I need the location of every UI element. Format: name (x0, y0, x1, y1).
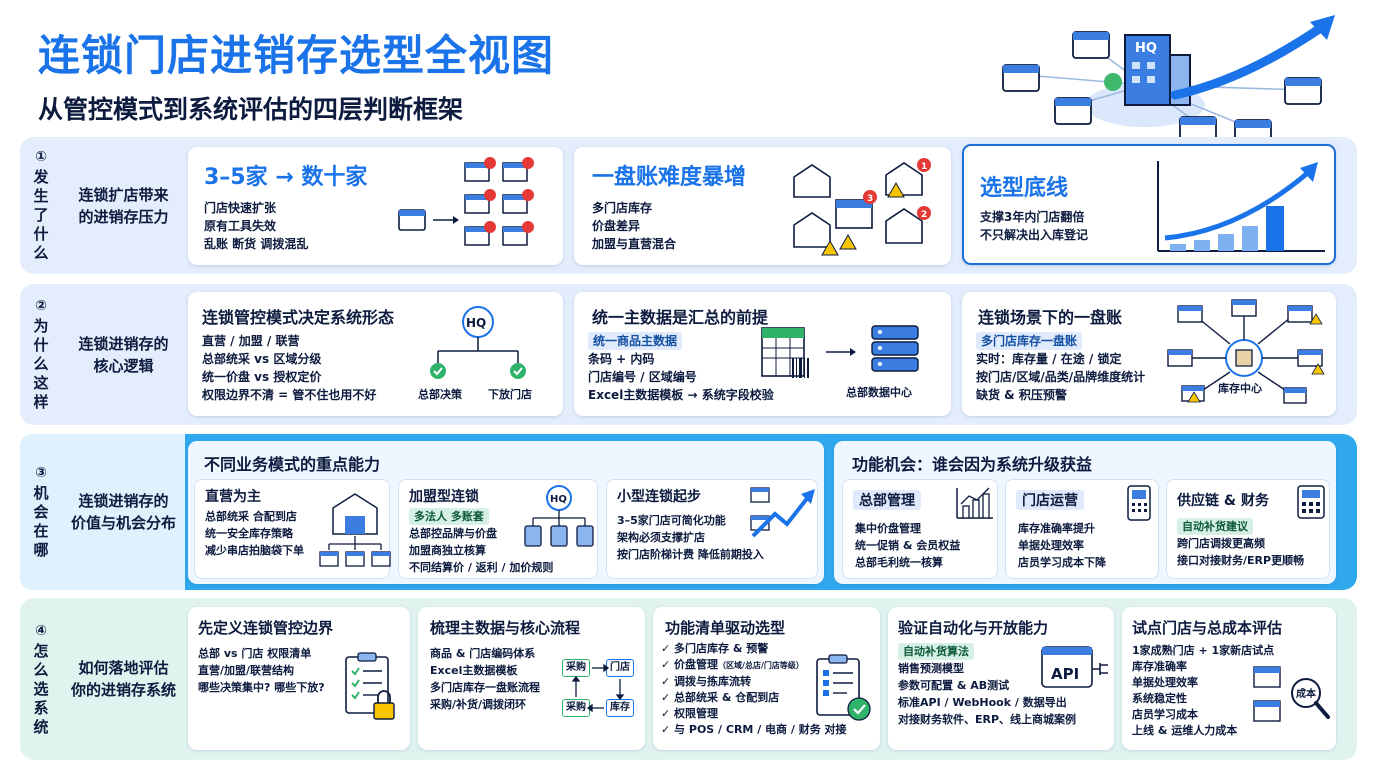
inventory-hub-icon (1167, 299, 1325, 404)
sub-store-operation: 门店运营 库存准确率提升单据处理效率店员学习成本下降 (1005, 479, 1159, 579)
pos-terminal-icon (1127, 485, 1151, 521)
svg-text:HQ: HQ (550, 494, 567, 505)
hq-decision-caption: 总部决策 (418, 388, 462, 401)
row-1-vertical-label: ① 发生了什么 (33, 149, 49, 262)
central-distribution-icon (319, 493, 391, 567)
checklist-lock-icon (345, 652, 395, 720)
hq-decision-tree-icon: HQ (430, 306, 526, 379)
card-automation-openness: 验证自动化与开放能力 自动补货算法 销售预测模型参数可配置 & AB测试标准AP… (888, 607, 1114, 750)
calculator-icon (1297, 485, 1325, 519)
store-expansion-icon (398, 157, 534, 246)
page-title: 连锁门店进销存选型全视图 (38, 31, 555, 80)
sub-franchise: 加盟型连锁 多法人 多账套 总部控品牌与价盘加盟商独立核算不同结算价 / 返利 … (398, 479, 598, 579)
sub-direct-operation: 直营为主 总部统采 合配到店统一安全库存策略减少串店拍脑袋下单 (194, 479, 391, 579)
svg-text:API: API (1051, 665, 1079, 683)
svg-text:1: 1 (921, 162, 927, 172)
card-control-boundary: 先定义连锁管控边界 总部 vs 门店 权限清单直营/加盟/联营结构哪些决策集中?… (188, 607, 410, 750)
row-3-vertical-label: ③ 机会在哪 (20, 434, 62, 590)
spreadsheet-to-server-icon (761, 325, 919, 378)
one-ledger-chip: 多门店库存一盘账 (976, 332, 1083, 350)
auto-replenish-chip: 自动补货建议 (1177, 518, 1253, 535)
row-4-header: ④ 怎么选系统 如何落地评估你的进销存系统 (20, 598, 185, 760)
card-control-model: 连锁管控模式决定系统形态 直营 / 加盟 / 联营总部统采 vs 区域分级统一价… (188, 292, 563, 416)
svg-text:HQ: HQ (1135, 41, 1157, 56)
panel-function-opportunities: 功能机会：谁会因为系统升级获益 总部管理 集中价盘管理统一促销 & 会员权益总部… (834, 441, 1336, 584)
card-selection-baseline: 选型底线 支撑3年内门店翻倍不只解决出入库登记 (962, 144, 1336, 265)
card-store-expansion: 3–5家 → 数十家 门店快速扩张原有工具失效乱账 断货 调拨混乱 (188, 147, 563, 265)
card-feature-list: 功能清单驱动选型 ✓ 多门店库存 & 预警 ✓ 价盘管理（区域/总店/门店等级）… (653, 607, 880, 750)
svg-text:3: 3 (867, 194, 873, 204)
franchise-hierarchy-icon: HQ (524, 485, 594, 547)
sub-supply-chain-finance: 供应链 & 财务 自动补货建议 跨门店调拨更高频接口对接财务/ERP更顺畅 (1166, 479, 1330, 579)
card-one-ledger-difficulty: 一盘账难度暴增 多门店库存价盘差异加盟与直营混合 1 3 2 (574, 147, 951, 265)
api-plug-icon: API (1041, 646, 1108, 688)
panel-business-models: 不同业务模式的重点能力 直营为主 总部统采 合配到店统一安全库存策略减少串店拍脑… (188, 441, 824, 584)
sub-hq-management: 总部管理 集中价盘管理统一促销 & 会员权益总部毛利统一核算 (842, 479, 998, 579)
row-4-vertical-label: ④ 怎么选系统 (33, 622, 49, 736)
svg-text:2: 2 (921, 210, 927, 220)
warehouse-warning-icon: 1 3 2 (793, 158, 931, 256)
hq-network-illustration: HQ (1002, 15, 1335, 145)
row-2-header: ② 为什么这样 连锁进销存的核心逻辑 (20, 284, 185, 425)
svg-text:HQ: HQ (466, 316, 486, 330)
sub-small-chain: 小型连锁起步 3–5家门店可简化功能架构必须支撑扩店按门店阶梯计费 降低前期投入 (606, 479, 818, 579)
flow-arrows (571, 663, 625, 713)
row-2-vertical-label: ② 为什么这样 (33, 298, 49, 411)
bar-chart-icon (956, 487, 993, 519)
row-3-label: 连锁进销存的价值与机会分布 (62, 434, 185, 590)
multi-entity-chip: 多法人 多账套 (409, 508, 489, 525)
inventory-center-caption: 库存中心 (1218, 382, 1262, 395)
growth-chart-icon (1157, 161, 1325, 252)
cost-magnifier-icon: 成本 (1253, 666, 1330, 722)
growth-arrow-icon (750, 487, 815, 538)
card-one-ledger: 连锁场景下的一盘账 多门店库存一盘账 实时：库存量 / 在途 / 锁定按门店/区… (962, 292, 1336, 416)
master-data-chip: 统一商品主数据 (588, 332, 683, 350)
row-4-label: 如何落地评估你的进销存系统 (70, 659, 176, 699)
row-1-label: 连锁扩店带来的进销存压力 (78, 185, 169, 226)
row-2-label: 连锁进销存的核心逻辑 (78, 334, 169, 375)
store-delegate-caption: 下放门店 (488, 388, 532, 401)
auto-replenish-algo-chip: 自动补货算法 (898, 643, 974, 660)
card-pilot-cost: 试点门店与总成本评估 1家成熟门店 + 1家新店试点库存准确率单据处理效率系统稳… (1122, 607, 1336, 750)
data-center-caption: 总部数据中心 (846, 386, 912, 399)
row-1-header: ① 发生了什么 连锁扩店带来的进销存压力 (20, 137, 185, 274)
page-subtitle: 从管控模式到系统评估的四层判断框架 (38, 95, 464, 124)
row-3-header: ③ 机会在哪 连锁进销存的价值与机会分布 (20, 434, 185, 590)
svg-text:成本: 成本 (1296, 687, 1317, 700)
checklist-approve-icon (816, 654, 871, 721)
